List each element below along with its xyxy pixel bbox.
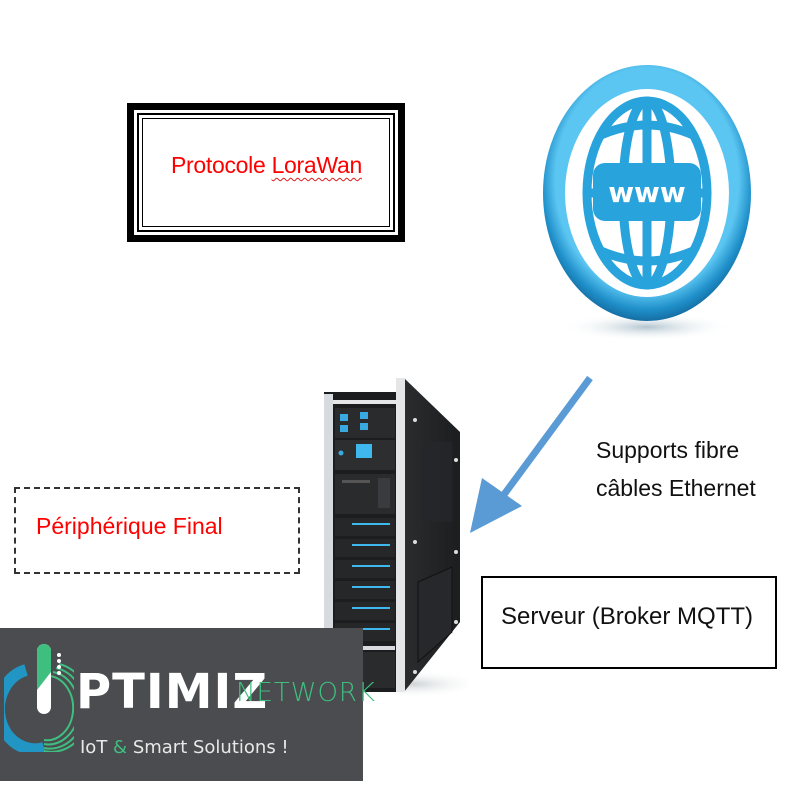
logo-tagline: IoT & Smart Solutions ! <box>80 737 289 758</box>
power-button-logo-icon <box>4 644 74 752</box>
server-label: Serveur (Broker MQTT) <box>501 603 754 630</box>
protocol-box: Protocole LoraWan <box>127 103 405 242</box>
connection-label: Supports fibre câbles Ethernet <box>596 437 756 501</box>
end-device-label: Périphérique Final <box>36 513 223 539</box>
server-box: Serveur (Broker MQTT) <box>481 576 777 669</box>
logo-brand-main: PTIMIZ <box>76 664 269 720</box>
spellcheck-underlined-word: LoraWan <box>271 152 363 178</box>
optimiz-network-logo: PTIMIZ NETWORK IoT & Smart Solutions ! <box>0 628 375 781</box>
server-drive-bays <box>335 518 395 641</box>
protocol-label: Protocole LoraWan <box>171 152 363 178</box>
globe-www-icon: www <box>543 65 751 341</box>
logo-brand-sub: NETWORK <box>236 678 377 708</box>
server-rack-icon <box>324 378 468 698</box>
end-device-box: Périphérique Final <box>14 487 300 574</box>
globe-www-label: www <box>608 176 686 209</box>
arrow-icon <box>470 375 593 533</box>
